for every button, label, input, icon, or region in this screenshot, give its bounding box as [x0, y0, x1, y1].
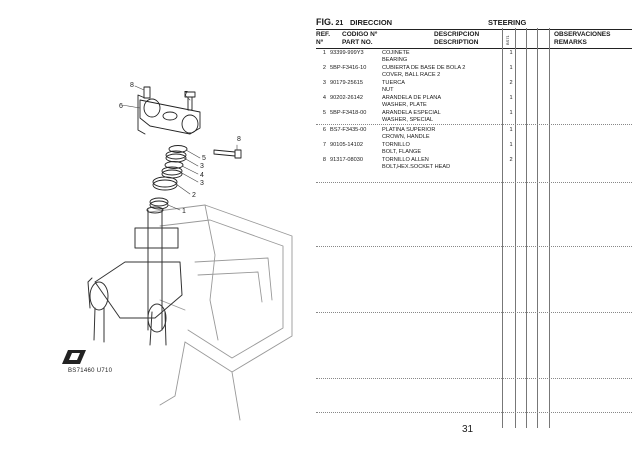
callout-8: 8: [237, 136, 241, 143]
parts-list-page: FIG.21 DIRECCION STEERING REF.Nº CODIGO …: [312, 0, 638, 451]
group-separator: [316, 312, 632, 313]
frame-drawing: [149, 204, 293, 421]
col-ref-header: REF.Nº: [316, 31, 331, 46]
callout-6: 6: [119, 103, 123, 110]
page-number: 31: [462, 424, 474, 435]
table-row: 2 5BP-F3416-10 CUBIERTA DE BASE DE BOLA …: [322, 65, 513, 78]
header-bottom-rule: [316, 48, 632, 49]
special-washer-part: [168, 145, 188, 153]
callout-4: 4: [200, 172, 204, 179]
figure-number: 21: [335, 20, 344, 27]
steering-exploded-view: 6 8 7 8 5 3 4 3 2 1: [62, 82, 293, 421]
callout-2: 2: [192, 192, 196, 199]
figure-title-es: DIRECCION: [350, 18, 393, 27]
yamaha-emblem-icon: [62, 350, 86, 364]
diagram-code: BS71460 U710: [68, 368, 113, 374]
header-top-rule: [316, 29, 632, 30]
column-divider: [515, 28, 516, 428]
handle-crown-part: [139, 99, 201, 135]
steering-stem-drawing: [87, 206, 183, 346]
group-separator: [316, 124, 632, 125]
exploded-diagram: 6 8 7 8 5 3 4 3 2 1 BS71460 U710: [0, 0, 310, 451]
ball-race-cover-part: [152, 179, 178, 191]
group-separator: [316, 182, 632, 183]
column-divider: [549, 28, 550, 428]
callout-8: 8: [130, 82, 134, 89]
col-qty-header: BS71: [505, 35, 510, 45]
allen-bolt-part: [143, 86, 151, 99]
callout-1: 1: [182, 208, 186, 215]
callout-3: 3: [200, 180, 204, 187]
column-divider: [502, 28, 503, 428]
figure-title-en: STEERING: [488, 18, 527, 27]
allen-bolt-part: [213, 149, 236, 157]
callout-5: 5: [202, 155, 206, 162]
callout-7: 7: [184, 91, 188, 98]
column-divider: [526, 28, 527, 428]
figure-header: FIG.21 DIRECCION STEERING: [316, 17, 632, 29]
group-separator: [316, 246, 632, 247]
nut-part: [161, 169, 183, 179]
callout-3: 3: [200, 163, 204, 170]
column-divider: [537, 28, 538, 428]
figure-label: FIG.21: [316, 17, 344, 27]
nut-part: [165, 153, 187, 163]
group-separator: [316, 412, 632, 413]
group-separator: [316, 378, 632, 379]
